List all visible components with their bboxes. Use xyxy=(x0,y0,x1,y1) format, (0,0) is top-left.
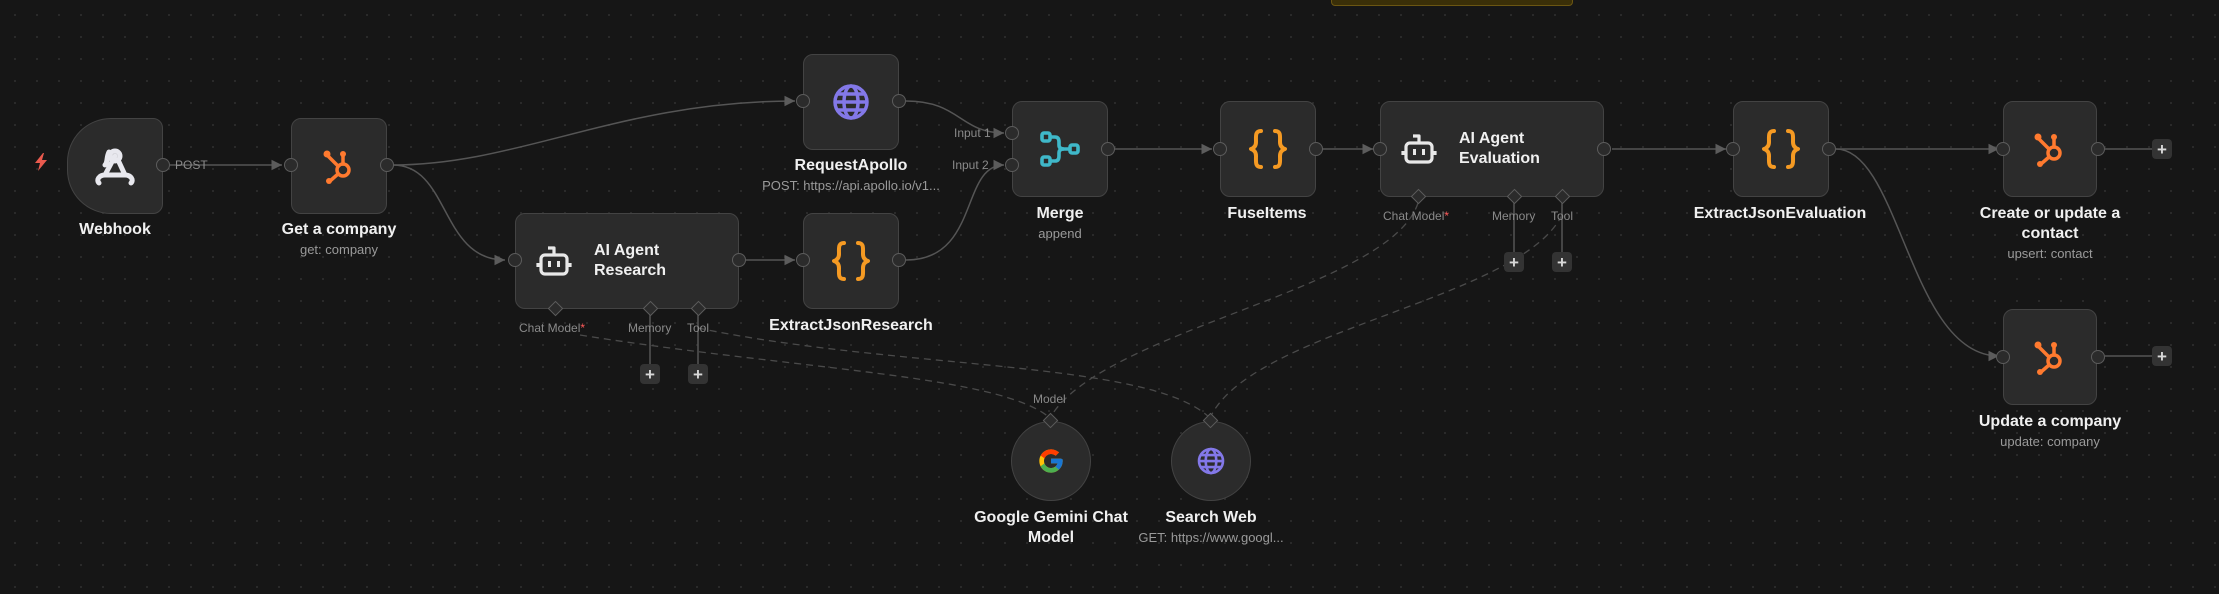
update-company-output-handle[interactable] xyxy=(2091,350,2105,364)
node-webhook[interactable] xyxy=(67,118,163,214)
ai-research-add-memory-button[interactable]: + xyxy=(640,364,660,384)
node-ai-agent-research[interactable]: AI Agent Research xyxy=(515,213,739,309)
node-fuse-items[interactable] xyxy=(1220,101,1316,197)
request-apollo-output-handle[interactable] xyxy=(892,94,906,108)
ai-eval-input-handle[interactable] xyxy=(1373,142,1387,156)
update-company-input-handle[interactable] xyxy=(1996,350,2010,364)
extract-eval-input-handle[interactable] xyxy=(1726,142,1740,156)
webhook-icon xyxy=(95,148,135,186)
globe-icon xyxy=(1197,447,1225,475)
hubspot-icon xyxy=(323,150,351,184)
get-company-input-handle[interactable] xyxy=(284,158,298,172)
node-create-update-contact[interactable] xyxy=(2003,101,2097,197)
fuse-items-output-handle[interactable] xyxy=(1309,142,1323,156)
extract-eval-output-handle[interactable] xyxy=(1822,142,1836,156)
contact-add-next-button[interactable]: + xyxy=(2152,139,2172,159)
merge-input1-handle[interactable] xyxy=(1005,126,1019,140)
robot-icon xyxy=(536,246,572,276)
ai-research-add-tool-button[interactable]: + xyxy=(688,364,708,384)
ai-research-input-handle[interactable] xyxy=(508,253,522,267)
ai-eval-add-memory-button[interactable]: + xyxy=(1504,252,1524,272)
merge-output-handle[interactable] xyxy=(1101,142,1115,156)
node-merge[interactable] xyxy=(1012,101,1108,197)
sticky-note[interactable] xyxy=(1331,0,1573,6)
extract-research-output-handle[interactable] xyxy=(892,253,906,267)
robot-icon xyxy=(1401,134,1437,164)
ai-agent-evaluation-title: AI Agent Evaluation xyxy=(1459,130,1540,167)
edge-get-company-request-apollo xyxy=(392,95,796,166)
ai-research-tool-label: Tool xyxy=(687,321,710,335)
edge-get-company-ai-research xyxy=(392,164,506,266)
edge-search-ai-research xyxy=(697,327,1211,419)
extract-research-input-handle[interactable] xyxy=(796,253,810,267)
merge-icon xyxy=(1040,131,1080,167)
merge-input1-label: Input 1 xyxy=(954,126,991,140)
node-search-web[interactable] xyxy=(1171,421,1251,501)
merge-input2-handle[interactable] xyxy=(1005,158,1019,172)
gemini-model-port-label: Model xyxy=(1033,392,1066,406)
update-company-label: Update a company update: company xyxy=(1978,413,2122,449)
ai-eval-chat-model-label: Chat Model* xyxy=(1383,209,1450,223)
edge-extract-update-company xyxy=(1835,148,2000,362)
hubspot-icon xyxy=(2034,133,2062,167)
ai-eval-tool-label: Tool xyxy=(1551,209,1574,223)
search-web-label: Search Web GET: https://www.googl... xyxy=(1138,509,1284,545)
get-company-output-handle[interactable] xyxy=(380,158,394,172)
fuse-items-label: FuseItems xyxy=(1227,205,1307,222)
ai-research-memory-label: Memory xyxy=(628,321,672,335)
extract-research-label: ExtractJsonResearch xyxy=(769,317,933,334)
merge-label: Merge append xyxy=(1036,205,1084,241)
ai-eval-output-handle[interactable] xyxy=(1597,142,1611,156)
node-update-company[interactable] xyxy=(2003,309,2097,405)
webhook-label: Webhook xyxy=(79,221,151,238)
node-ai-agent-evaluation[interactable]: AI Agent Evaluation xyxy=(1380,101,1604,197)
node-google-gemini[interactable] xyxy=(1011,421,1091,501)
google-icon xyxy=(1039,449,1063,473)
edge-search-ai-eval xyxy=(1209,214,1563,419)
fuse-items-input-handle[interactable] xyxy=(1213,142,1227,156)
contact-label: Create or update a contact upsert: conta… xyxy=(1979,205,2121,261)
webhook-output-handle[interactable] xyxy=(156,158,170,172)
get-company-label: Get a company get: company xyxy=(281,221,397,257)
gemini-label: Google Gemini Chat Model xyxy=(974,509,1128,546)
globe-icon xyxy=(833,84,869,120)
node-extract-json-research[interactable] xyxy=(803,213,899,309)
edge-label-post: POST xyxy=(175,158,208,172)
ai-eval-add-tool-button[interactable]: + xyxy=(1552,252,1572,272)
edge-gemini-ai-eval xyxy=(1049,202,1419,419)
ai-research-chat-model-label: Chat Model* xyxy=(519,321,586,335)
ai-agent-research-title: AI Agent Research xyxy=(594,242,667,279)
hubspot-icon xyxy=(2034,341,2062,375)
request-apollo-input-handle[interactable] xyxy=(796,94,810,108)
contact-input-handle[interactable] xyxy=(1996,142,2010,156)
braces-icon xyxy=(1249,129,1287,169)
contact-output-handle[interactable] xyxy=(2091,142,2105,156)
braces-icon xyxy=(1762,129,1800,169)
merge-input2-label: Input 2 xyxy=(952,158,989,172)
node-request-apollo[interactable] xyxy=(803,54,899,150)
request-apollo-label: RequestApollo POST: https://api.apollo.i… xyxy=(762,157,940,193)
update-company-add-next-button[interactable]: + xyxy=(2152,346,2172,366)
node-get-company[interactable] xyxy=(291,118,387,214)
trigger-bolt-icon xyxy=(35,153,47,171)
extract-eval-label: ExtractJsonEvaluation xyxy=(1693,205,1867,222)
braces-icon xyxy=(832,241,870,281)
ai-eval-memory-label: Memory xyxy=(1492,209,1536,223)
node-extract-json-evaluation[interactable] xyxy=(1733,101,1829,197)
ai-research-output-handle[interactable] xyxy=(732,253,746,267)
